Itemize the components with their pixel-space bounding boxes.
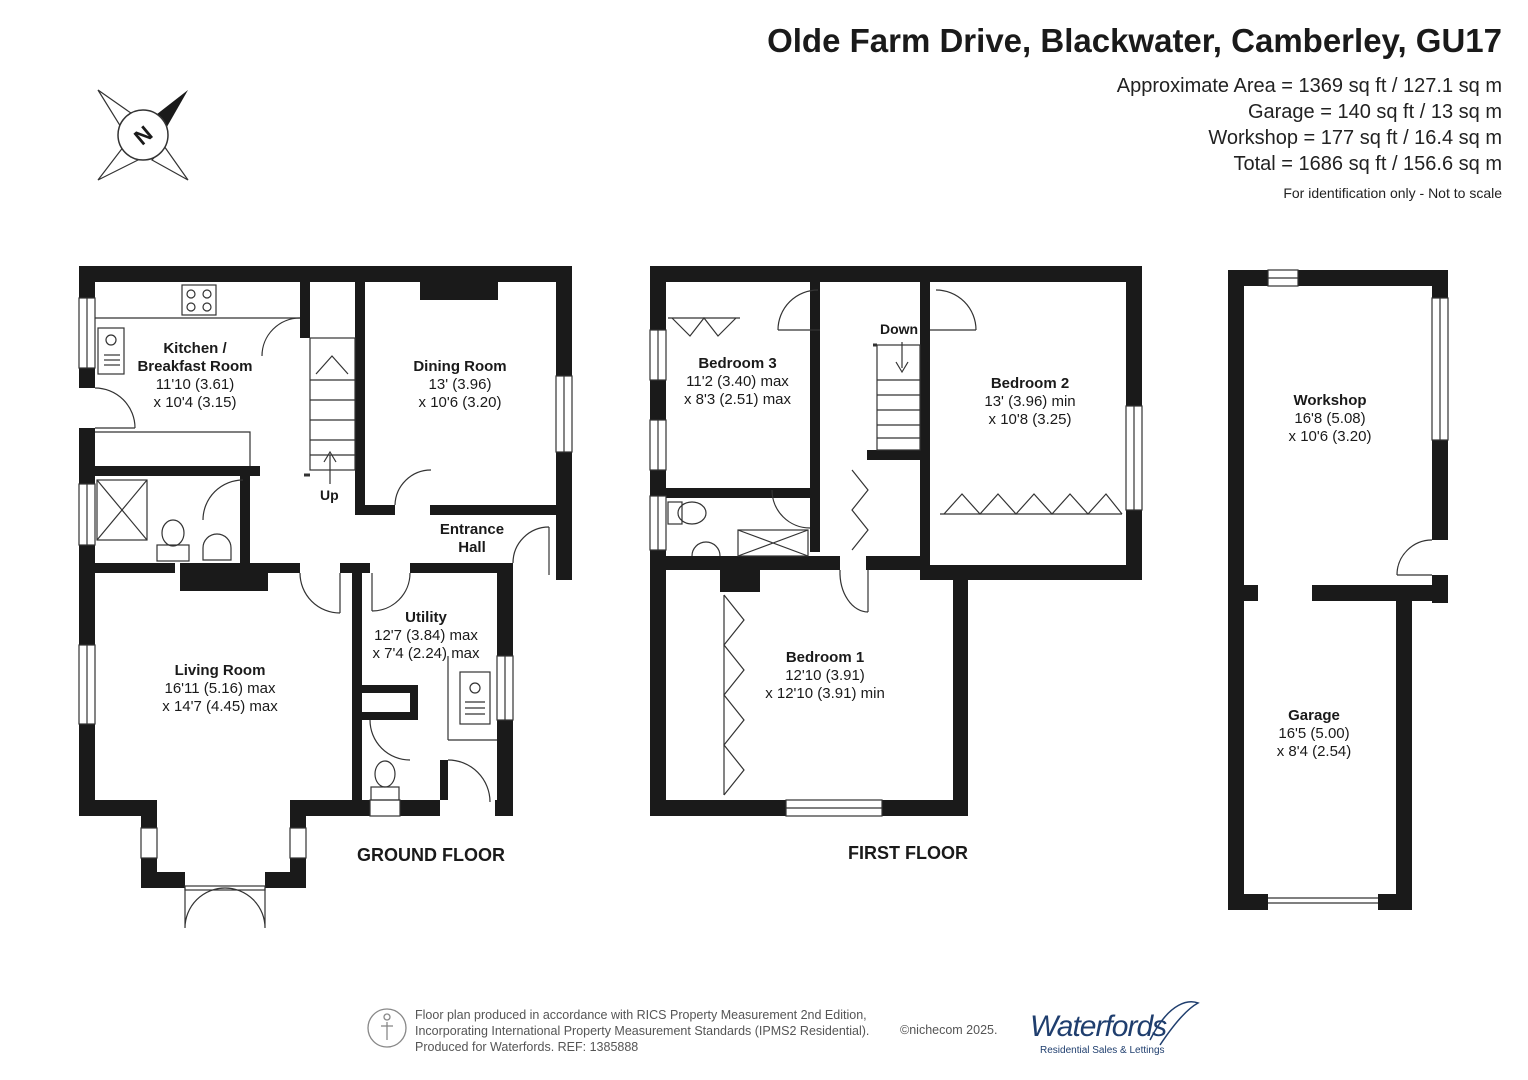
outbuilding-fixtures xyxy=(1267,269,1449,904)
room-living-name: Living Room xyxy=(174,662,266,679)
stairs-down-label: Down xyxy=(880,321,919,337)
first-floor-label: FIRST FLOOR xyxy=(848,843,968,863)
first-floor-walls xyxy=(650,266,1142,816)
copyright-text: ©nichecom 2025. xyxy=(900,1023,998,1037)
room-dining-dim2: x 10'6 (3.20) xyxy=(418,394,502,411)
brand-tagline: Residential Sales & Lettings xyxy=(1040,1045,1165,1056)
footer-line3: Produced for Waterfords. REF: 1385888 xyxy=(415,1040,639,1054)
room-dining-name: Dining Room xyxy=(413,358,507,375)
compass-icon: N xyxy=(97,89,189,181)
room-bedroom3-name: Bedroom 3 xyxy=(698,355,777,372)
room-bedroom1-dim1: 12'10 (3.91) xyxy=(785,667,865,684)
room-bedroom2-dim2: x 10'8 (3.25) xyxy=(988,411,1072,428)
room-kitchen-dim2: x 10'4 (3.15) xyxy=(153,394,237,411)
room-utility-dim2: x 7'4 (2.24) max xyxy=(372,645,480,662)
area-garage: Garage = 140 sq ft / 13 sq m xyxy=(1247,101,1502,123)
scale-note: For identification only - Not to scale xyxy=(1283,185,1502,201)
room-bedroom3-dim1: 11'2 (3.40) max xyxy=(686,373,789,390)
room-entrance-hall: Entrance Hall xyxy=(426,521,518,557)
first-floor-fixtures xyxy=(649,289,1143,817)
room-kitchen-name2: Breakfast Room xyxy=(137,358,253,375)
room-bedroom2-dim1: 13' (3.96) min xyxy=(984,393,1076,410)
room-bedroom1: Bedroom 1 12'10 (3.91) x 12'10 (3.91) mi… xyxy=(750,649,900,703)
area-total: Total = 1686 sq ft / 156.6 sq m xyxy=(1233,153,1503,175)
ground-floor-fixtures xyxy=(78,284,573,929)
room-utility-name: Utility xyxy=(405,609,447,626)
room-workshop: Workshop 16'8 (5.08) x 10'6 (3.20) xyxy=(1270,392,1390,446)
room-garage-dim2: x 8'4 (2.54) xyxy=(1276,743,1352,760)
room-kitchen-name1: Kitchen / xyxy=(163,340,227,357)
room-bedroom3: Bedroom 3 11'2 (3.40) max x 8'3 (2.51) m… xyxy=(670,355,805,409)
property-title: Olde Farm Drive, Blackwater, Camberley, … xyxy=(767,22,1502,59)
room-entrance-name2: Hall xyxy=(458,539,486,556)
room-entrance-name1: Entrance xyxy=(439,521,505,538)
room-kitchen-dim1: 11'10 (3.61) xyxy=(155,376,235,393)
room-bedroom2: Bedroom 2 13' (3.96) min x 10'8 (3.25) xyxy=(960,375,1100,429)
room-utility: Utility 12'7 (3.84) max x 7'4 (2.24) max xyxy=(366,609,486,663)
room-garage-name: Garage xyxy=(1288,707,1340,724)
footer-line1: Floor plan produced in accordance with R… xyxy=(415,1008,867,1022)
person-icon xyxy=(367,1008,407,1048)
room-bedroom1-name: Bedroom 1 xyxy=(785,649,865,666)
room-living-dim1: 16'11 (5.16) max xyxy=(164,680,276,697)
brand-swoosh-icon xyxy=(1149,1001,1200,1046)
room-living-dim2: x 14'7 (4.45) max xyxy=(162,698,278,715)
area-workshop: Workshop = 177 sq ft / 16.4 sq m xyxy=(1208,127,1502,149)
outbuilding-walls xyxy=(1228,270,1448,910)
room-living: Living Room 16'11 (5.16) max x 14'7 (4.4… xyxy=(140,662,300,716)
area-approximate: Approximate Area = 1369 sq ft / 127.1 sq… xyxy=(1116,75,1502,97)
footer-disclaimer: Floor plan produced in accordance with R… xyxy=(415,1007,869,1055)
footer-line2: Incorporating International Property Mea… xyxy=(415,1024,870,1038)
brand-logo-text: Waterfords xyxy=(1030,1010,1167,1043)
stairs-up-label: Up xyxy=(320,487,339,503)
room-workshop-dim2: x 10'6 (3.20) xyxy=(1288,428,1372,445)
room-workshop-dim1: 16'8 (5.08) xyxy=(1294,410,1366,427)
room-bedroom2-name: Bedroom 2 xyxy=(990,375,1070,392)
room-bedroom3-dim2: x 8'3 (2.51) max xyxy=(683,391,792,408)
room-kitchen: Kitchen / Breakfast Room 11'10 (3.61) x … xyxy=(120,340,270,412)
room-dining: Dining Room 13' (3.96) x 10'6 (3.20) xyxy=(390,358,530,412)
ground-floor-label: GROUND FLOOR xyxy=(357,845,505,865)
room-garage: Garage 16'5 (5.00) x 8'4 (2.54) xyxy=(1262,707,1366,761)
room-workshop-name: Workshop xyxy=(1293,392,1367,409)
room-utility-dim1: 12'7 (3.84) max xyxy=(374,627,478,644)
room-dining-dim1: 13' (3.96) xyxy=(428,376,492,393)
ground-floor-walls xyxy=(79,266,572,888)
room-bedroom1-dim2: x 12'10 (3.91) min xyxy=(765,685,885,702)
room-garage-dim1: 16'5 (5.00) xyxy=(1278,725,1350,742)
